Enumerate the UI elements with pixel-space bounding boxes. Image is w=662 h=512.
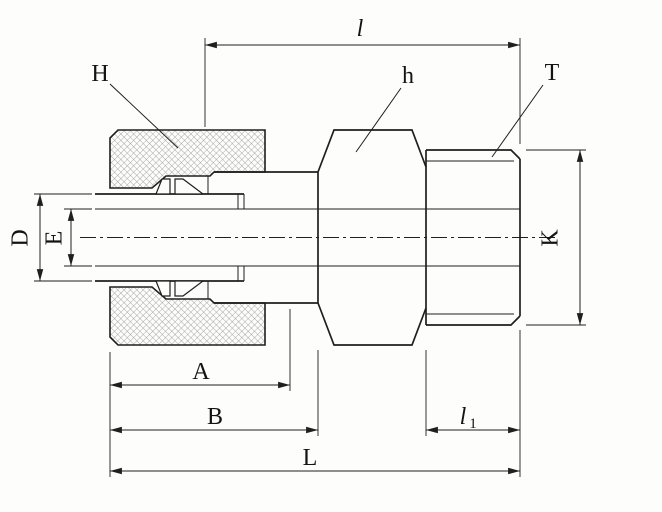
dim-E [64, 208, 92, 267]
leader-h [355, 87, 402, 153]
dim-K [526, 149, 586, 326]
threaded-end [426, 149, 521, 326]
leader-T [491, 84, 544, 158]
label-l: l [357, 16, 364, 42]
label-h: h [402, 63, 414, 89]
nut-section [109, 129, 266, 346]
front-ferrule-top [174, 178, 205, 195]
labels: l H h T D E K A B l 1 L [8, 16, 564, 471]
thread-od-bottom [426, 315, 521, 326]
label-B: B [207, 404, 223, 430]
dim-l [204, 38, 521, 144]
front-ferrule-bottom [174, 280, 205, 297]
dim-B [110, 350, 319, 436]
back-ferrule-top [155, 178, 171, 195]
nut-section-upper [109, 129, 266, 189]
dim-A [110, 309, 291, 391]
dim-l1 [425, 350, 520, 436]
dim-D [34, 193, 92, 282]
body-outline [214, 129, 521, 346]
dim-L [109, 330, 521, 477]
back-ferrule-bottom [155, 280, 171, 297]
leader-H [109, 83, 179, 149]
label-D: D [8, 229, 34, 246]
hex-top [317, 129, 427, 173]
thread-od-top [426, 149, 521, 160]
hex-bottom [317, 302, 427, 346]
leaders [109, 83, 544, 158]
label-H: H [91, 61, 108, 87]
label-E: E [42, 231, 68, 246]
nut-section-lower [109, 286, 266, 346]
ferrules [155, 176, 209, 299]
hex-body [317, 129, 427, 346]
label-T: T [545, 60, 560, 86]
label-l1-sub: 1 [469, 416, 477, 432]
label-l1: l [460, 404, 467, 430]
label-K: K [538, 229, 564, 247]
label-L: L [303, 445, 318, 471]
label-A: A [192, 359, 210, 385]
